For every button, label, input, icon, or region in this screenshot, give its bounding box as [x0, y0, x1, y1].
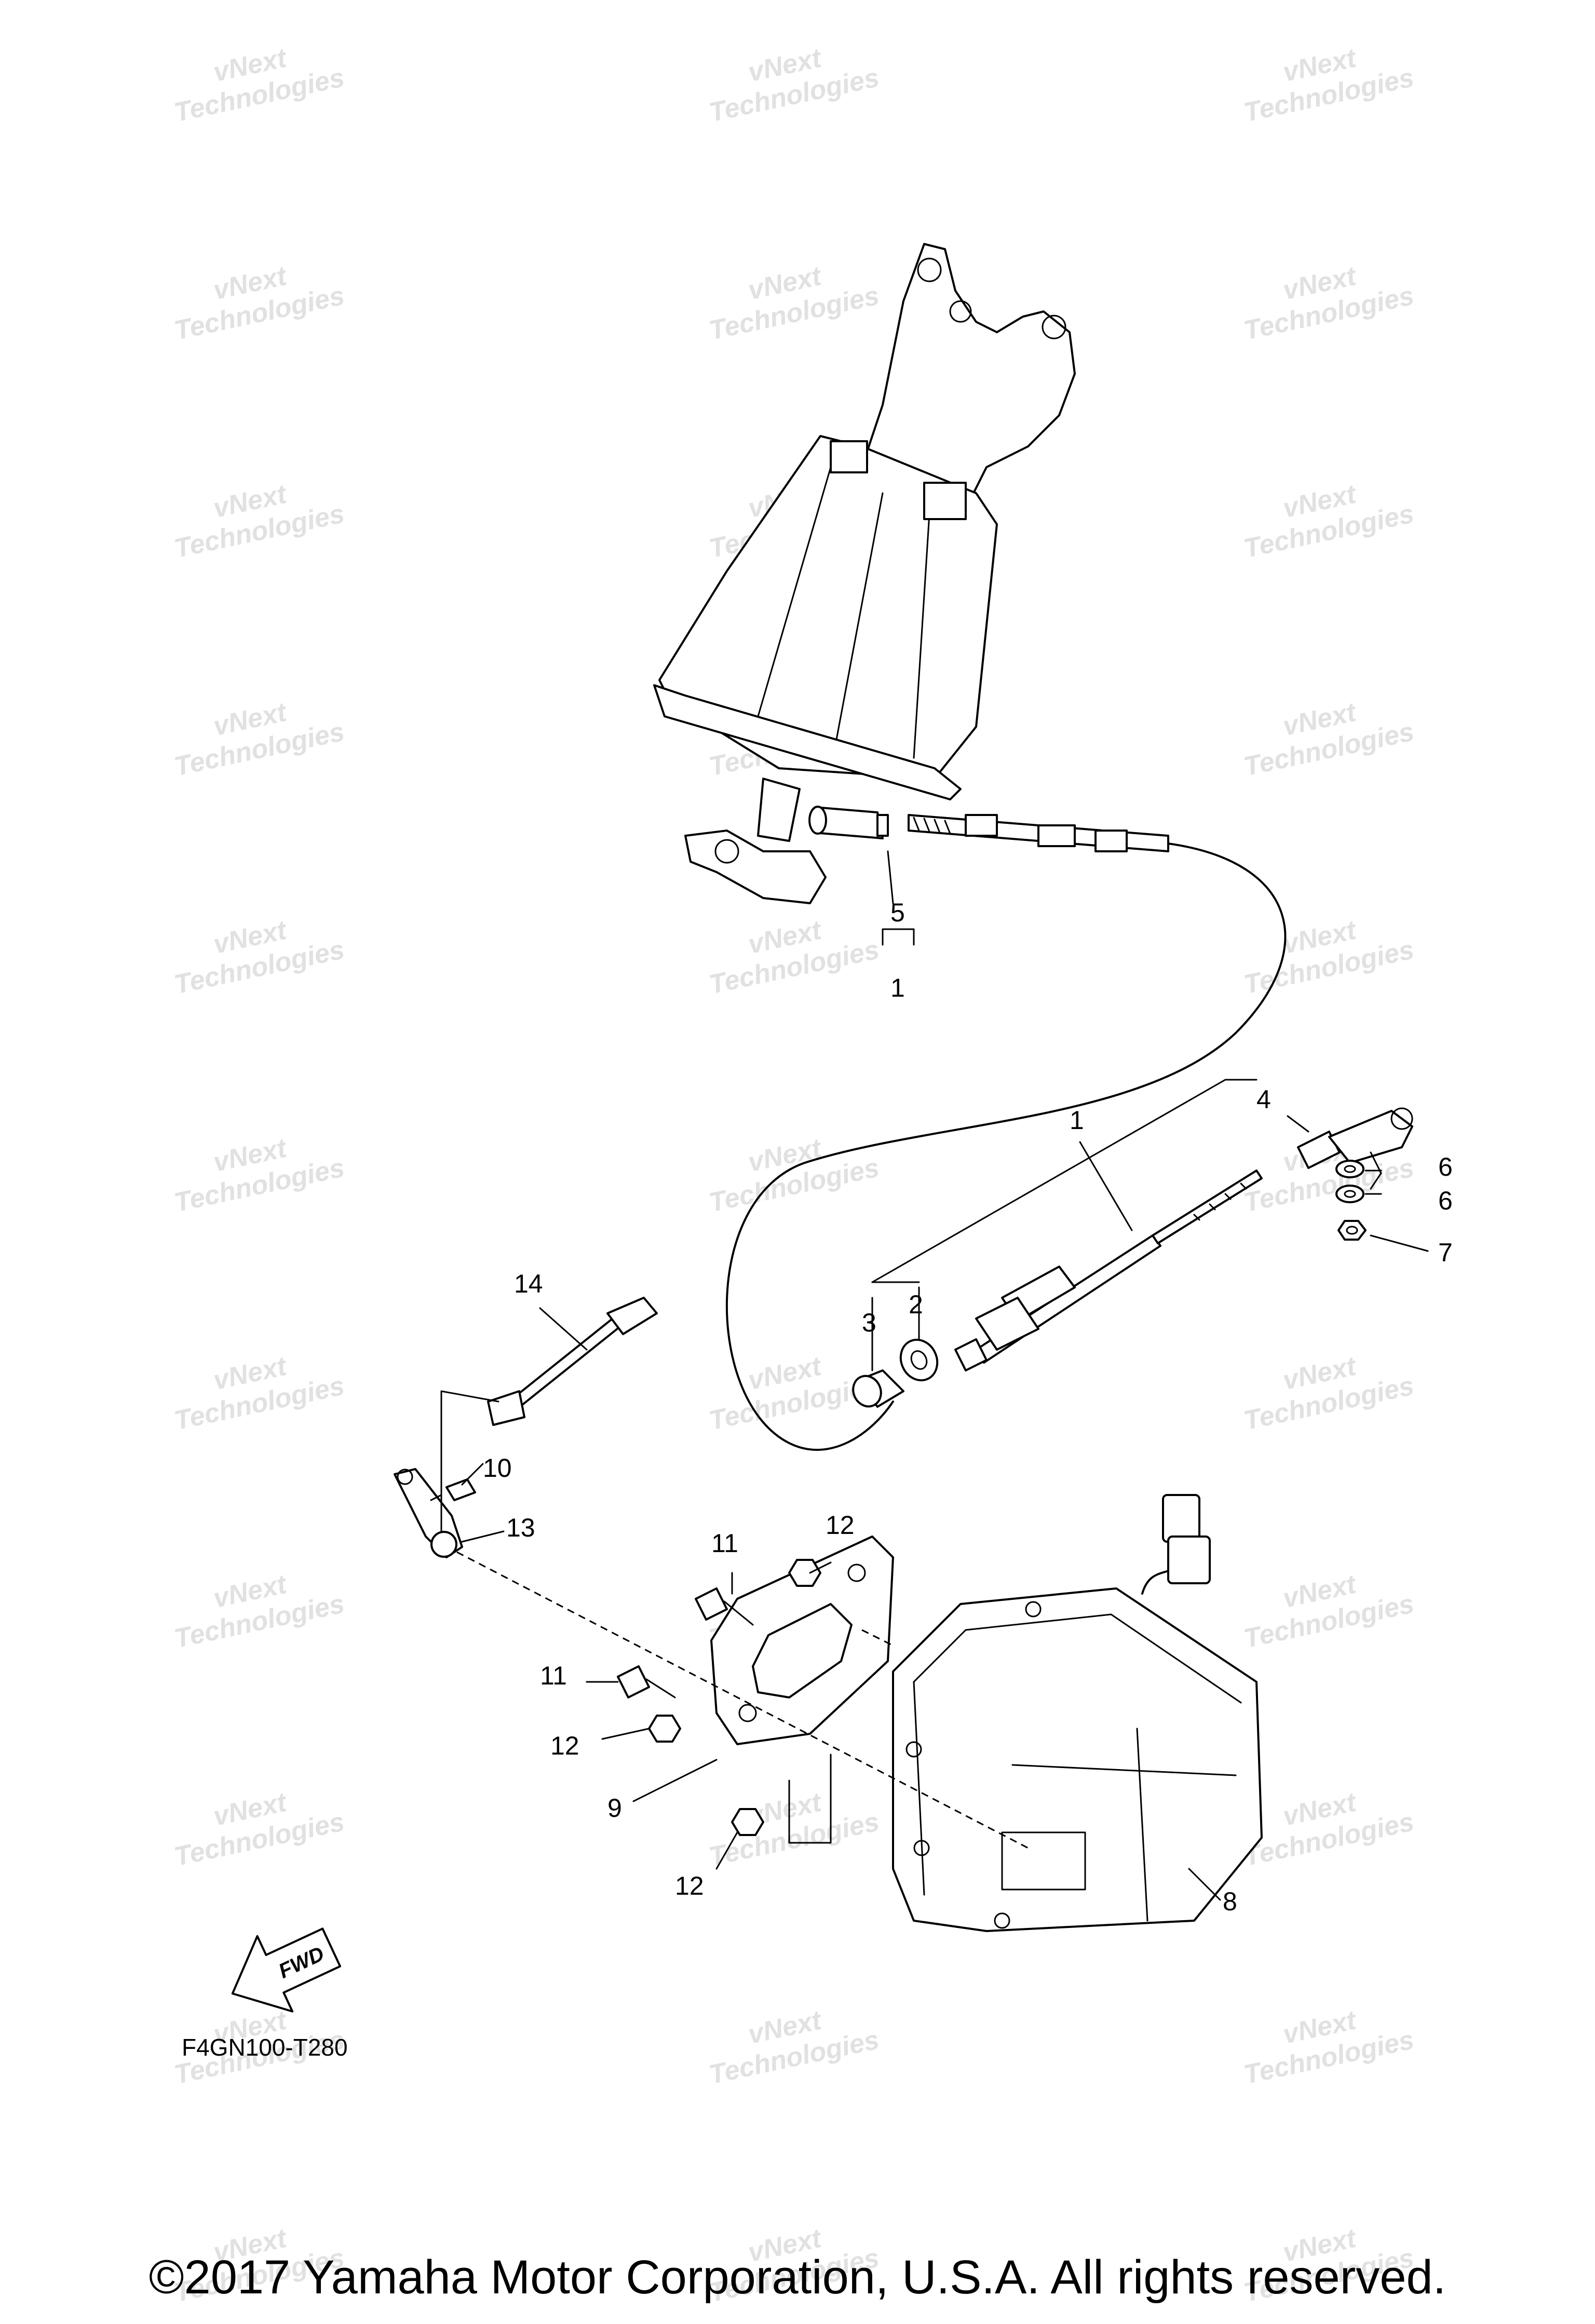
bracket-plate-part-9: [710, 1535, 894, 1745]
callout-14: 14: [514, 1269, 543, 1298]
diagram-code: F4GN100-T280: [182, 2034, 348, 2061]
rod-part-14: [487, 1297, 658, 1426]
callout-11a: 11: [711, 1529, 738, 1558]
copyright-notice: ©2017 Yamaha Motor Corporation, U.S.A. A…: [148, 2251, 1447, 2304]
callout-1-mid: 1: [1070, 1106, 1084, 1135]
nut-part-12a: [788, 1559, 821, 1587]
callout-1-top: 1: [890, 973, 905, 1002]
callout-11b: 11: [540, 1661, 567, 1690]
ball-joint-part-4: [1297, 1107, 1413, 1190]
callout-9: 9: [607, 1793, 622, 1823]
washer-part-2: [899, 1339, 939, 1381]
callout-7: 7: [1438, 1238, 1453, 1267]
cable-upper-end: [908, 814, 1169, 852]
callout-12a: 12: [826, 1511, 855, 1540]
fwd-arrow-icon: FWD: [231, 1927, 342, 2013]
callout-8: 8: [1223, 1887, 1237, 1916]
leader-lines: [461, 850, 1429, 1901]
washer-part-6a: [1335, 1160, 1364, 1178]
callout-12c: 12: [675, 1871, 704, 1900]
cable-lower-end-part-1: [954, 1170, 1263, 1371]
callout-10: 10: [483, 1453, 512, 1483]
steering-housing-drawing: [653, 243, 1076, 904]
callout-6b: 6: [1438, 1186, 1453, 1215]
nut-part-7: [1337, 1220, 1367, 1241]
callout-2: 2: [909, 1290, 923, 1319]
alignment-line-lever: [456, 1551, 1029, 1849]
callout-3: 3: [862, 1308, 876, 1337]
washer-part-6b: [1335, 1185, 1364, 1203]
alignment-line-bracket: [861, 1629, 894, 1647]
nut-part-12c: [731, 1808, 764, 1836]
alignment-line-rod: [440, 1390, 499, 1532]
cable-joint-part-5: [808, 806, 889, 839]
bolt-part-10: [430, 1478, 476, 1501]
callout-5: 5: [890, 898, 905, 927]
nut-part-12b: [648, 1715, 681, 1743]
control-box-part-8: [892, 1494, 1263, 1932]
callout-4: 4: [1256, 1085, 1271, 1114]
callout-6a: 6: [1438, 1152, 1453, 1181]
callout-13: 13: [506, 1513, 535, 1542]
bolt-part-11a: [695, 1587, 754, 1626]
lever-part-13: [394, 1468, 463, 1558]
steering-cable-loop: [726, 842, 1287, 1451]
callout-12b: 12: [550, 1731, 579, 1760]
bolt-part-11b: [617, 1665, 676, 1698]
bushing-part-3: [852, 1369, 904, 1408]
